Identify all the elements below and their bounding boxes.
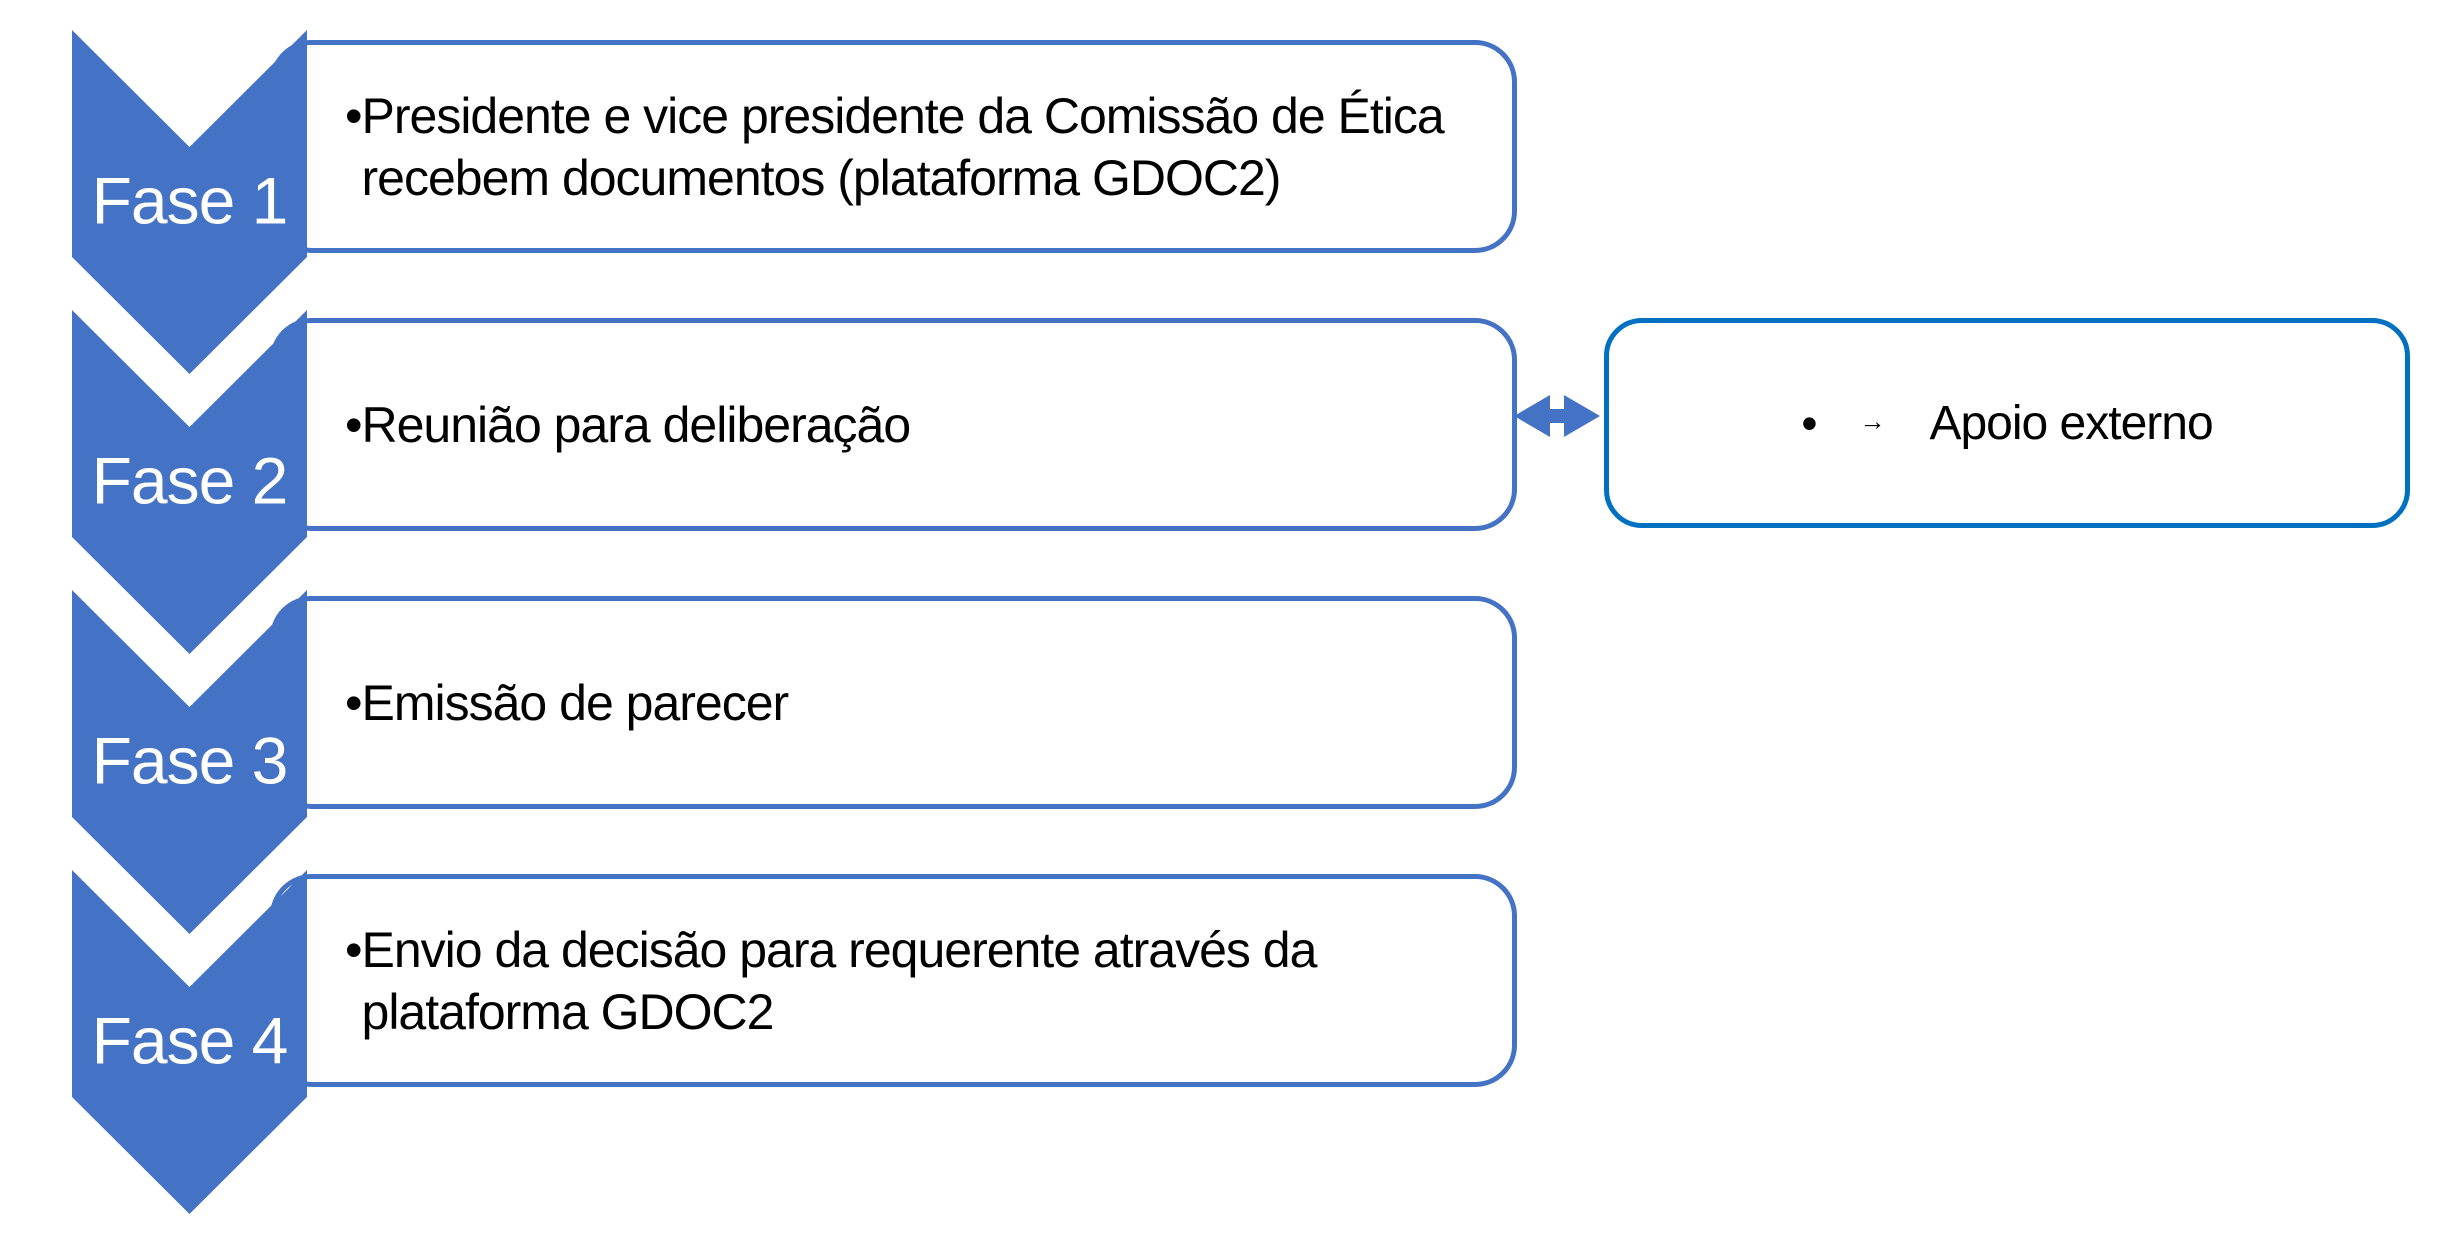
phase-4-box: • Envio da decisão para requerente atrav… xyxy=(270,874,1517,1087)
phase-3-label: Fase 3 xyxy=(91,723,289,798)
phase-3-box: • Emissão de parecer xyxy=(270,596,1517,809)
chevron-down-icon xyxy=(72,590,307,934)
chevron-down-icon xyxy=(72,30,307,374)
phase-1-chevron: Fase 1 xyxy=(72,30,307,374)
phase-4-bullet-line: • Envio da decisão para requerente atrav… xyxy=(345,919,1455,1043)
phase-4-label: Fase 4 xyxy=(91,1003,289,1078)
phase-2-box: • Reunião para deliberação xyxy=(270,318,1517,531)
phase-2-chevron: Fase 2 xyxy=(72,310,307,654)
bullet-marker: • xyxy=(345,921,362,978)
phase-3-chevron: Fase 3 xyxy=(72,590,307,934)
double-arrow-connector-icon xyxy=(1514,395,1600,437)
phase-3-text: Emissão de parecer xyxy=(361,674,790,731)
phase-2-text: Reunião para deliberação xyxy=(361,396,912,453)
bullet-marker: • xyxy=(345,87,362,144)
phase-1-box: • Presidente e vice presidente da Comiss… xyxy=(270,40,1517,253)
chevron-down-icon xyxy=(72,870,307,1214)
bullet-marker: • xyxy=(345,396,362,453)
side-note-box: • → Apoio externo xyxy=(1604,318,2410,528)
phase-2-bullet-line: • Reunião para deliberação xyxy=(345,394,912,456)
phase-1-text: Presidente e vice presidente da Comissão… xyxy=(361,87,1445,206)
bullet-marker: • xyxy=(1801,397,1818,449)
side-note-content: • → Apoio externo xyxy=(1801,396,2213,451)
phase-2-label: Fase 2 xyxy=(91,443,289,518)
phase-3-bullet-line: • Emissão de parecer xyxy=(345,672,790,734)
phase-1-bullet-line: • Presidente e vice presidente da Comiss… xyxy=(345,85,1455,209)
arrow-marker-icon: → xyxy=(1859,406,1886,436)
phase-4-chevron: Fase 4 xyxy=(72,870,307,1214)
phase-1-label: Fase 1 xyxy=(91,163,289,238)
phase-4-text: Envio da decisão para requerente através… xyxy=(361,921,1318,1040)
side-note-text: Apoio externo xyxy=(1929,396,2213,450)
bullet-marker: • xyxy=(345,674,362,731)
chevron-down-icon xyxy=(72,310,307,654)
